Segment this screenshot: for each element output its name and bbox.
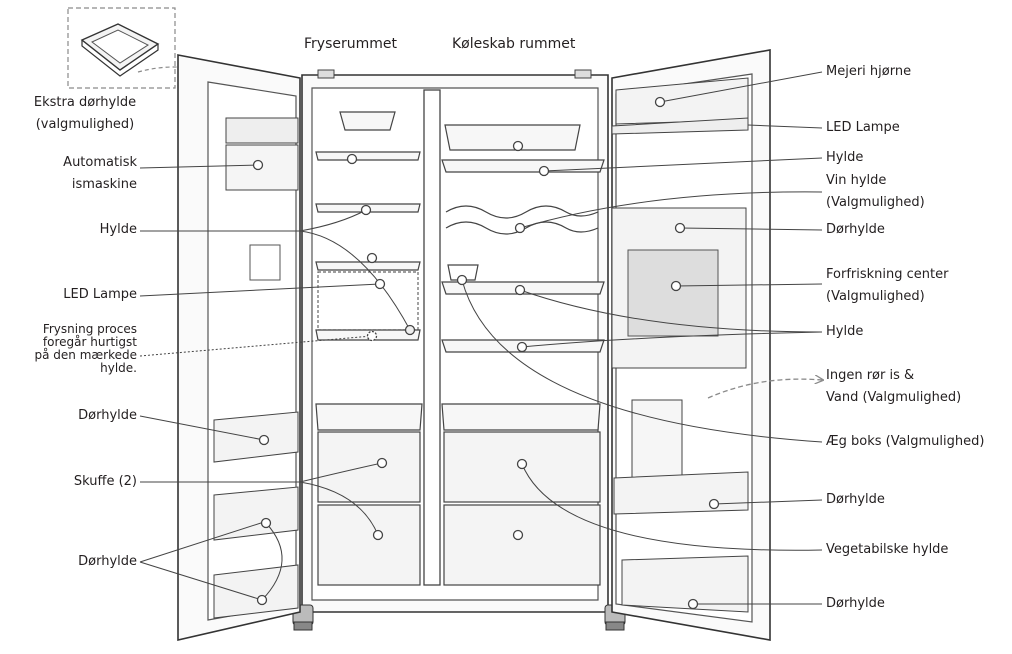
label-ice-maker-line2: ismaskine bbox=[71, 177, 137, 192]
label-extra-door-shelf-line2: (valgmulighed) bbox=[35, 117, 135, 132]
label-freezing-note: Frysning proces foregår hurtigst på den … bbox=[0, 323, 137, 375]
label-wine-shelf-line2: (Valgmulighed) bbox=[826, 195, 925, 210]
freezer-heading: Fryserummet bbox=[304, 36, 397, 52]
left-door bbox=[177, 54, 301, 642]
label-dairy-corner: Mejeri hjørne bbox=[826, 64, 912, 79]
label-egg-box: Æg boks (Valgmulighed) bbox=[826, 434, 985, 449]
label-freezing-line2: foregår hurtigst bbox=[42, 335, 137, 349]
label-door-shelf-right-1: Dørhylde bbox=[826, 222, 885, 237]
label-refresh-center-line1: Forfriskning center bbox=[826, 267, 949, 282]
label-drawer: Skuffe (2) bbox=[73, 474, 137, 489]
label-freezing-line3: på den mærkede bbox=[34, 348, 137, 362]
label-extra-door-shelf-line1: Ekstra dørhylde bbox=[33, 95, 137, 110]
extra-door-shelf-inset bbox=[67, 7, 205, 89]
label-freezing-line4: hylde. bbox=[100, 361, 137, 375]
label-shelf-right-1: Hylde bbox=[826, 150, 864, 165]
label-ice-maker-line1: Automatisk bbox=[63, 155, 137, 170]
label-no-pipe-line1: Ingen rør is & bbox=[826, 368, 915, 383]
label-refresh-center: Forfriskning center (Valgmulighed) bbox=[826, 264, 948, 308]
label-door-shelf-left-1: Dørhylde bbox=[78, 408, 137, 423]
fridge-heading: Køleskab rummet bbox=[452, 36, 576, 52]
label-vegetable-shelf: Vegetabilske hylde bbox=[826, 542, 949, 557]
label-led-lamp-right: LED Lampe bbox=[826, 120, 900, 135]
label-shelf-left: Hylde bbox=[99, 222, 137, 237]
label-no-pipe: Ingen rør is & Vand (Valgmulighed) bbox=[826, 365, 961, 409]
label-no-pipe-line2: Vand (Valgmulighed) bbox=[826, 390, 962, 405]
label-freezing-line1: Frysning proces bbox=[42, 322, 137, 336]
label-extra-door-shelf: Ekstra dørhylde (valgmulighed) bbox=[20, 92, 150, 136]
label-door-shelf-right-2: Dørhylde bbox=[826, 492, 885, 507]
label-wine-shelf-line1: Vin hylde bbox=[826, 173, 887, 188]
label-door-shelf-right-3: Dørhylde bbox=[826, 596, 885, 611]
marker-dots bbox=[252, 96, 720, 610]
leader-lines bbox=[139, 71, 823, 605]
label-ice-maker: Automatisk ismaskine bbox=[0, 152, 137, 196]
label-shelf-right-2: Hylde bbox=[826, 324, 864, 339]
right-door bbox=[611, 49, 822, 641]
label-door-shelf-left-2: Dørhylde bbox=[78, 554, 137, 569]
label-led-lamp-left: LED Lampe bbox=[63, 287, 137, 302]
label-refresh-center-line2: (Valgmulighed) bbox=[826, 289, 925, 304]
label-wine-shelf: Vin hylde (Valgmulighed) bbox=[826, 170, 925, 214]
